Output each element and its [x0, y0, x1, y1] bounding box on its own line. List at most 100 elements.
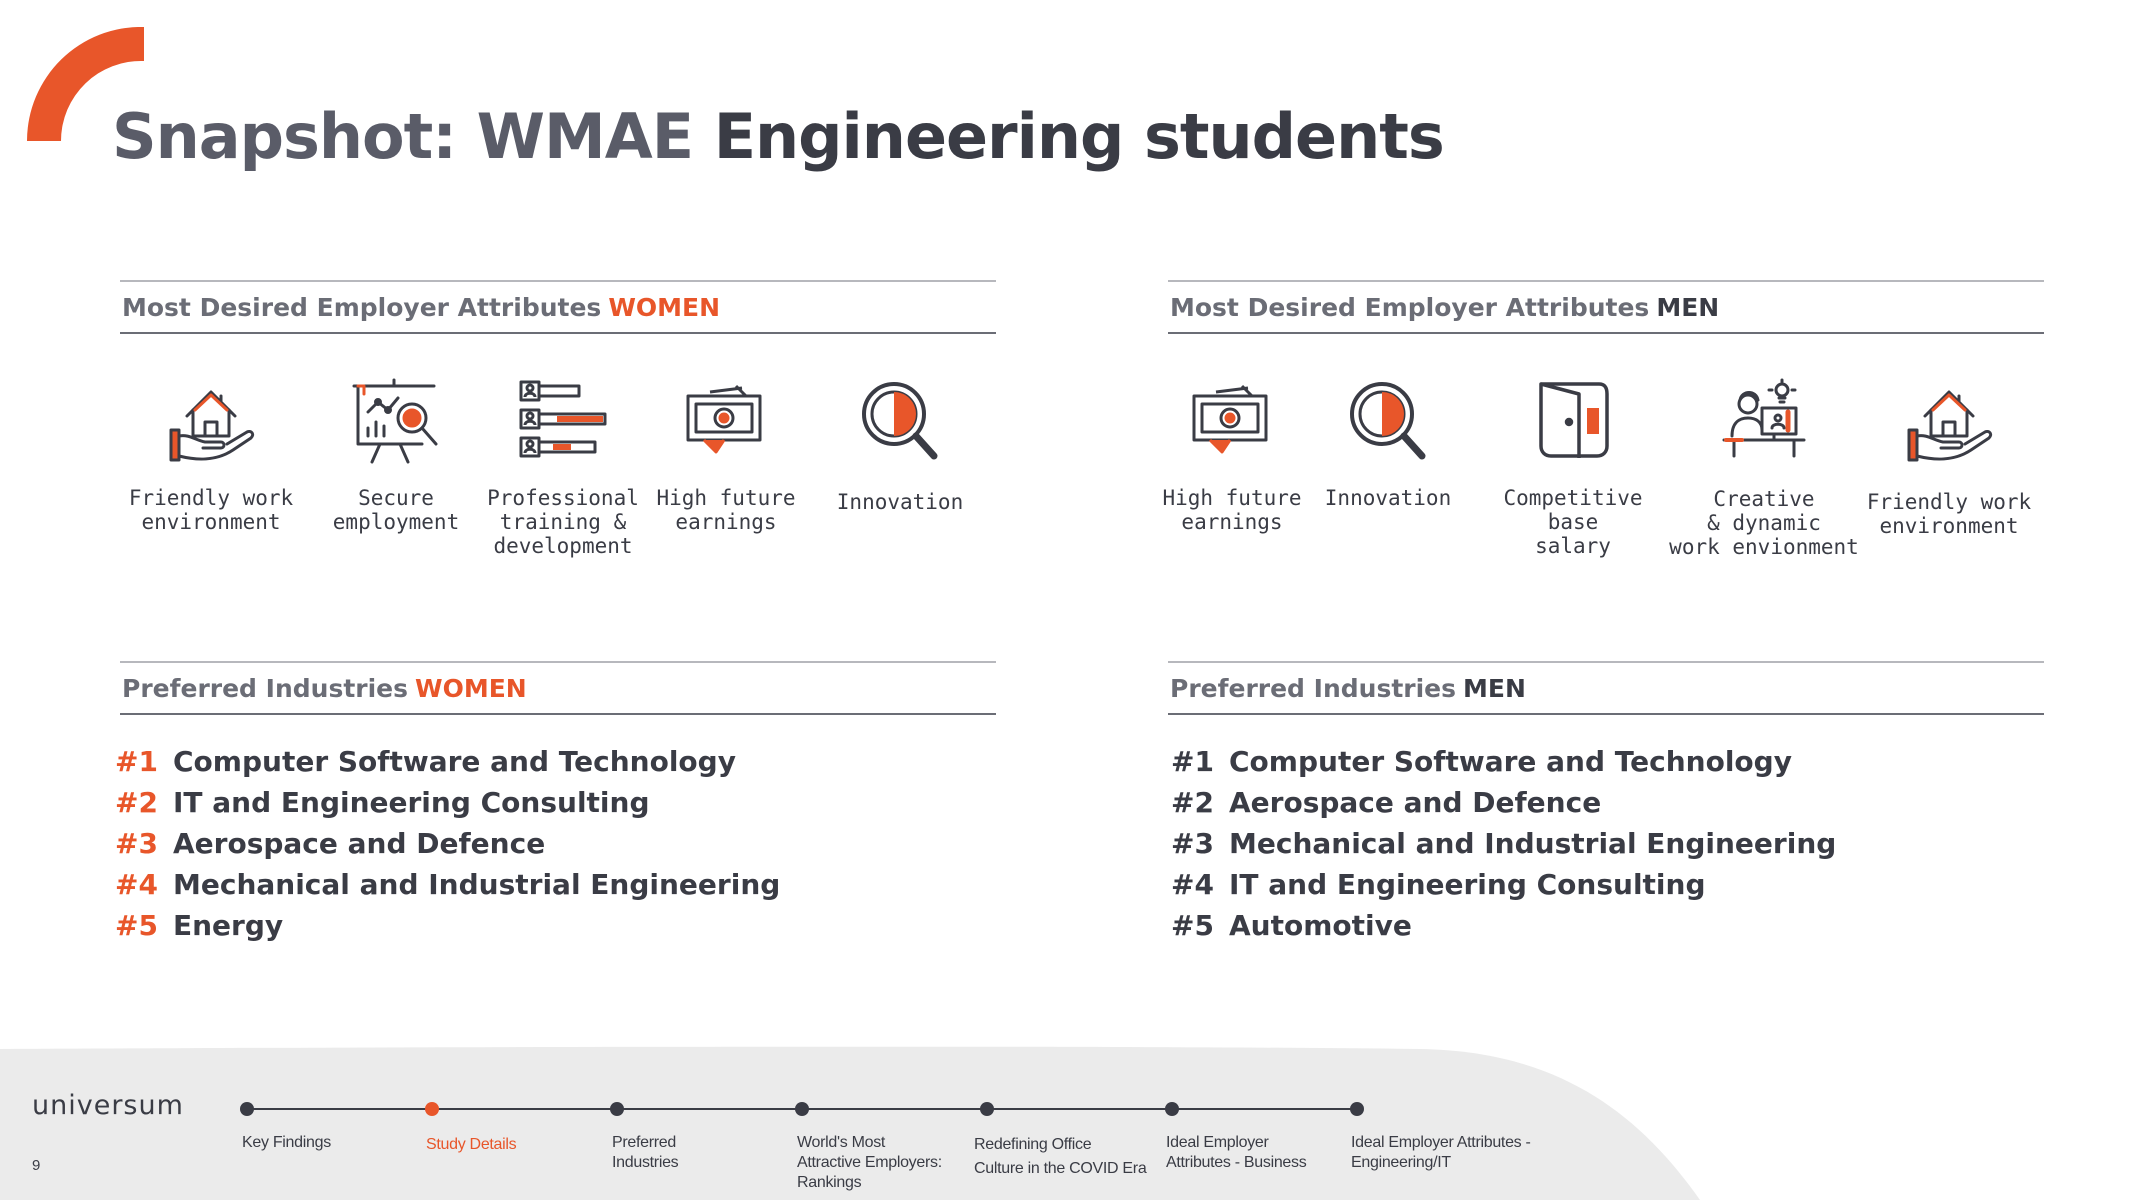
rank-number: #5 — [115, 909, 158, 942]
timeline-dot-study-details[interactable] — [425, 1102, 439, 1116]
universum-logo: universum — [32, 1090, 184, 1121]
timeline-step-attributes-business[interactable]: Ideal Employer Attributes - Business — [1166, 1134, 1307, 1171]
page-number: 9 — [32, 1157, 41, 1174]
progress-bars-icon — [519, 380, 607, 458]
rank-number: #1 — [1171, 745, 1214, 778]
attribute-label: Professional training & development — [487, 486, 639, 558]
attribute-label: High future earnings — [1162, 486, 1302, 534]
rank-number: #5 — [1171, 909, 1214, 942]
timeline-step-preferred-industries[interactable]: Preferred Industries — [612, 1134, 679, 1171]
attributes-women-section: Most Desired Employer Attributes WOMEN F… — [120, 280, 996, 558]
attributes-women-heading-text: Most Desired Employer Attributes — [122, 292, 602, 322]
attribute-item: Innovation — [1288, 378, 1488, 510]
rank-number: #2 — [1171, 786, 1214, 819]
industries-women-list: #1 Computer Software and Technology #2 IT … — [115, 741, 996, 946]
list-item: #3 Aerospace and Defence — [115, 823, 996, 864]
industries-women-heading: Preferred Industries WOMEN — [120, 661, 996, 715]
attributes-women-heading: Most Desired Employer Attributes WOMEN — [120, 280, 996, 334]
timeline-dot-office-culture[interactable] — [980, 1102, 994, 1116]
attribute-label: Friendly work environment — [1866, 490, 2032, 538]
attribute-label: Innovation — [836, 490, 964, 514]
attribute-label: Innovation — [1324, 486, 1452, 510]
attributes-men-section: Most Desired Employer Attributes MEN Hig… — [1162, 280, 2044, 559]
attribute-label: Competitive base salary — [1503, 486, 1643, 558]
industry-name: Mechanical and Industrial Engineering — [1229, 827, 1837, 860]
attributes-men-heading: Most Desired Employer Attributes MEN — [1168, 280, 2044, 334]
footer-background — [0, 1046, 1700, 1200]
industries-women-heading-accent: WOMEN — [415, 673, 527, 703]
timeline-dot-attributes-engineering[interactable] — [1350, 1102, 1364, 1116]
attributes-men-heading-text: Most Desired Employer Attributes — [1170, 292, 1650, 322]
wallet-icon — [1539, 382, 1609, 458]
list-item: #5 Energy — [115, 905, 996, 946]
attributes-men-heading-accent: MEN — [1656, 292, 1720, 322]
rank-number: #3 — [1171, 827, 1214, 860]
list-item: #4 IT and Engineering Consulting — [1171, 864, 2044, 905]
list-item: #4 Mechanical and Industrial Engineering — [115, 864, 996, 905]
timeline-nav — [240, 1101, 1364, 1117]
timeline-dot-attributes-business[interactable] — [1165, 1102, 1179, 1116]
timeline-step-attributes-engineering[interactable]: Ideal Employer Attributes - Engineering/… — [1351, 1134, 1531, 1171]
attribute-label: Secure employment — [332, 486, 460, 534]
industry-name: IT and Engineering Consulting — [1229, 868, 1706, 901]
timeline-dot-key-findings[interactable] — [240, 1102, 254, 1116]
timeline-step-study-details[interactable]: Study Details — [426, 1136, 517, 1153]
attribute-item: Innovation — [800, 378, 1000, 514]
attribute-item: Competitive base salary — [1473, 378, 1673, 558]
corner-arc-decoration — [27, 27, 144, 141]
industries-men-heading-text: Preferred Industries — [1170, 673, 1457, 703]
industry-name: Computer Software and Technology — [173, 745, 736, 778]
industry-name: Energy — [173, 909, 284, 942]
industries-women-section: Preferred Industries WOMEN #1 Computer So… — [115, 661, 996, 946]
industries-men-section: Preferred Industries MEN #1 Computer Soft… — [1168, 661, 2044, 946]
industry-name: Aerospace and Defence — [173, 827, 546, 860]
attributes-women-heading-accent: WOMEN — [608, 292, 721, 322]
banknote-icon — [1192, 384, 1268, 454]
rank-number: #4 — [1171, 868, 1214, 901]
list-item: #1 Computer Software and Technology — [1171, 741, 2044, 782]
timeline-dot-preferred-industries[interactable] — [610, 1102, 624, 1116]
attributes-men-icons: High future earnings Innovation Competit… — [1162, 334, 2044, 559]
page-title-main: Engineering students — [713, 100, 1445, 173]
rank-number: #2 — [115, 786, 158, 819]
page-title-prefix: Snapshot: WMAE — [112, 100, 694, 173]
industry-name: IT and Engineering Consulting — [173, 786, 650, 819]
list-item: #2 Aerospace and Defence — [1171, 782, 2044, 823]
industry-name: Automotive — [1229, 909, 1412, 942]
rank-number: #1 — [115, 745, 158, 778]
person-at-computer-icon — [1722, 378, 1806, 458]
industries-men-heading: Preferred Industries MEN — [1168, 661, 2044, 715]
attribute-label: Creative & dynamic work envionment — [1669, 487, 1859, 559]
attribute-item: High future earnings — [1132, 378, 1332, 534]
page-title: Snapshot: WMAE Engineering students — [112, 100, 1445, 173]
industries-men-list: #1 Computer Software and Technology #2 Aer… — [1171, 741, 2044, 946]
footer — [0, 1045, 2134, 1200]
list-item: #1 Computer Software and Technology — [115, 741, 996, 782]
house-in-hand-icon — [169, 390, 255, 462]
list-item: #2 IT and Engineering Consulting — [115, 782, 996, 823]
rank-number: #3 — [115, 827, 158, 860]
timeline-step-office-culture[interactable]: Redefining Office Culture in the COVID E… — [974, 1136, 1147, 1177]
list-item: #3 Mechanical and Industrial Engineering — [1171, 823, 2044, 864]
list-item: #5 Automotive — [1171, 905, 2044, 946]
attribute-label: Friendly work environment — [128, 486, 294, 534]
attribute-label: High future earnings — [656, 486, 796, 534]
timeline-dot-rankings[interactable] — [795, 1102, 809, 1116]
attribute-item: Professional training & development — [463, 378, 663, 558]
attribute-item: Secure employment — [296, 378, 496, 534]
industry-name: Mechanical and Industrial Engineering — [173, 868, 781, 901]
presentation-chart-icon — [352, 378, 438, 464]
magnifier-icon — [862, 382, 938, 460]
industries-women-heading-text: Preferred Industries — [122, 673, 409, 703]
timeline-step-key-findings[interactable]: Key Findings — [242, 1134, 331, 1151]
attribute-item: Friendly work environment — [111, 378, 311, 534]
industry-name: Computer Software and Technology — [1229, 745, 1792, 778]
rank-number: #4 — [115, 868, 158, 901]
timeline-step-rankings[interactable]: World's Most Attractive Employers: Ranki… — [797, 1134, 942, 1191]
attribute-item: Creative & dynamic work envionment — [1664, 378, 1864, 559]
industry-name: Aerospace and Defence — [1229, 786, 1602, 819]
magnifier-icon — [1350, 382, 1426, 460]
attributes-women-icons: Friendly work environment Secure employm… — [120, 334, 996, 558]
attribute-item: High future earnings — [626, 378, 826, 534]
banknote-icon — [686, 384, 762, 454]
